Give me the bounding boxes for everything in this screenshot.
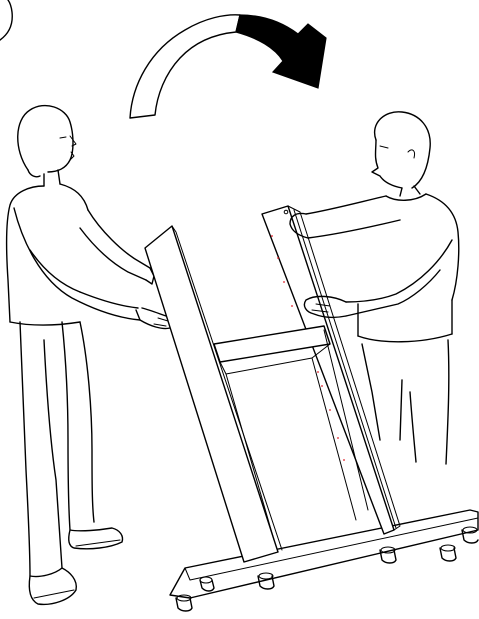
step-circle-fragment xyxy=(0,0,12,40)
arrow-fill xyxy=(236,15,326,88)
rotate-arrow-icon xyxy=(130,15,326,118)
right-side-panel xyxy=(262,206,394,534)
left-person xyxy=(7,106,174,605)
middle-shelf xyxy=(214,326,330,362)
left-side-panel xyxy=(145,226,278,562)
furniture-frame xyxy=(145,206,478,611)
bottom-panel xyxy=(170,510,478,598)
